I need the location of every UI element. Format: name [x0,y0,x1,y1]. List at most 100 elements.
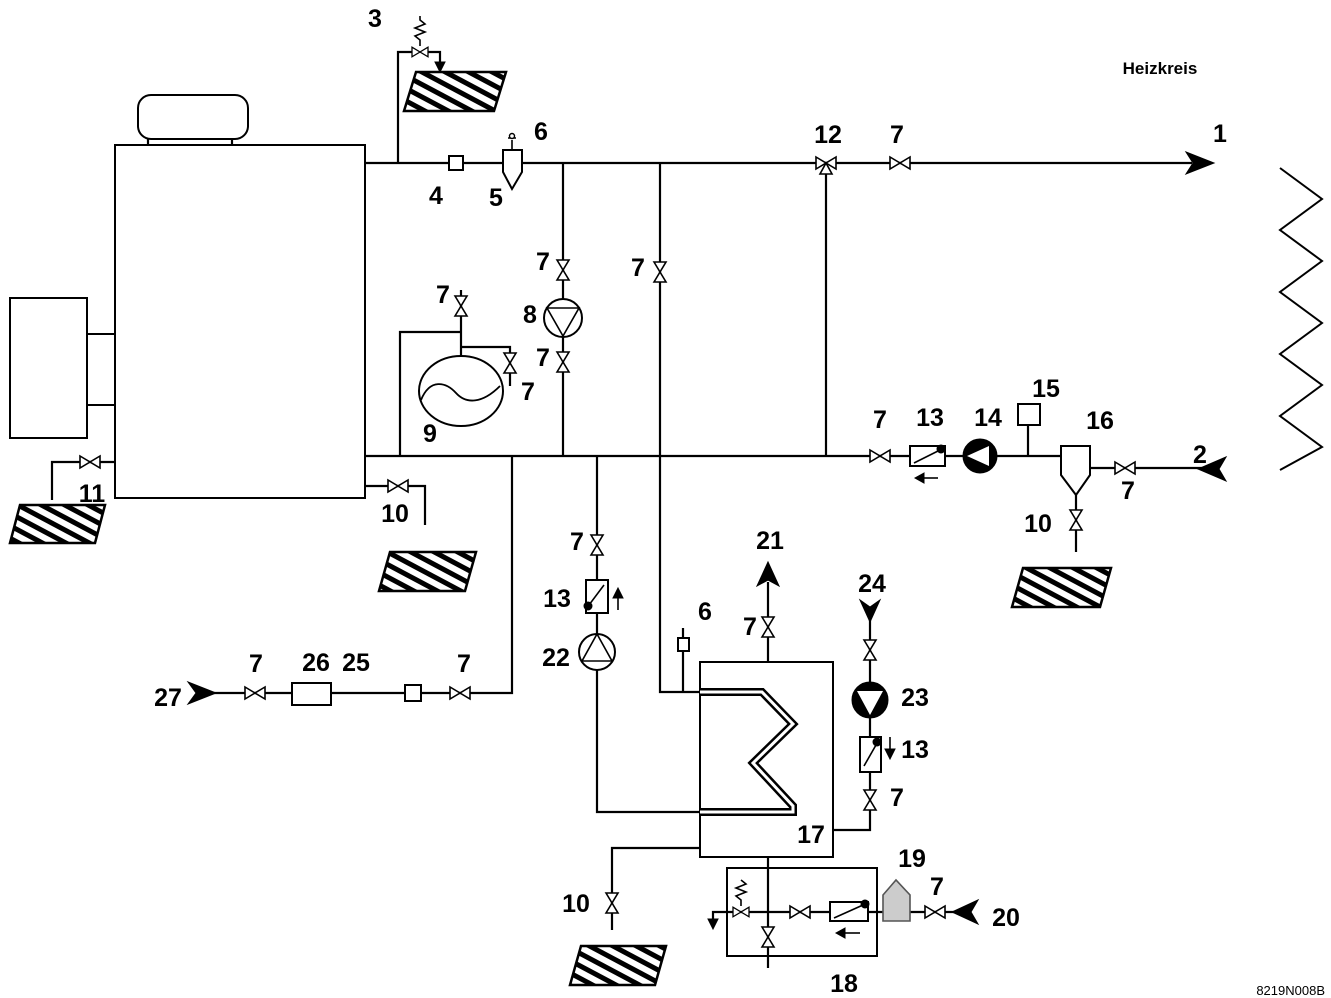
valve-10 [387,479,409,493]
labels: Heizkreis 8219N008B 3 6 12 7 1 4 5 7 7 7… [79,5,1325,998]
valve-10 [1069,509,1083,531]
arrow-supply-1 [1184,150,1216,176]
callout-21: 21 [756,527,784,555]
boiler [9,94,366,499]
drain-hatch-10-tank [568,944,668,987]
component-25 [404,684,422,702]
callout-11: 11 [79,480,106,508]
safety-valve-18 [732,906,750,918]
valve-7 [869,449,891,463]
air-separator-5 [502,149,523,192]
burner-top [137,94,249,140]
spring-18 [733,879,749,906]
callout-1: 1 [1213,120,1227,148]
pump-23-triangle [857,691,883,715]
arrow-up-icon [612,586,624,599]
callout-2: 2 [1193,441,1207,469]
check-valve-13-ball [583,601,593,611]
check-valve-13-flap [913,449,941,464]
valve-7 [863,789,877,811]
valve-7 [244,686,266,700]
callout-10: 10 [1024,510,1052,538]
flow-arrows [186,61,1228,931]
callout-7: 7 [631,254,645,282]
callout-15: 15 [1032,375,1060,403]
valve-7 [924,905,946,919]
expansion-vessel-membrane [420,383,501,402]
callout-4: 4 [429,182,443,210]
circulation-line [833,620,872,832]
storage-charge-line [595,456,700,814]
arrow-drain-3 [434,61,446,74]
pump-14-triangle [967,446,989,466]
callout-16: 16 [1086,407,1114,435]
radiator-heizkreis [1278,167,1324,471]
valve-7 [449,686,471,700]
callout-26: 26 [302,649,330,677]
vent-6 [508,137,516,150]
heizkreis-label: Heizkreis [1123,59,1198,78]
callout-7: 7 [890,784,904,812]
callout-7: 7 [536,344,550,372]
callout-22: 22 [542,644,570,672]
callout-7: 7 [930,873,944,901]
heating-coil-inner [700,690,796,814]
callout-25: 25 [342,649,370,677]
callout-13: 13 [916,404,944,432]
figure-code: 8219N008B [1256,983,1325,998]
callout-7: 7 [457,650,471,678]
callout-19: 19 [898,845,926,873]
boiler-drain-10-line [365,484,427,525]
filter-19 [882,878,911,922]
callout-7: 7 [536,248,550,276]
valve-10 [605,892,619,914]
arrow-down-icon [884,748,896,761]
arrow-fill-27 [186,680,218,706]
callout-6: 6 [698,598,712,626]
drain-hatch-10-separator [1010,566,1113,609]
callout-6: 6 [534,118,548,146]
callout-7: 7 [436,281,450,309]
arrow-hot-water-21 [755,560,781,588]
valve-7 [653,261,667,283]
valve-7 [863,639,877,661]
callout-8: 8 [523,301,537,329]
vent-6 [677,637,690,652]
valve-7 [761,926,775,948]
callout-18: 18 [830,970,858,998]
arrow-relief-18 [707,918,719,931]
valve-7 [454,295,468,317]
check-valve-13-flap [588,584,605,606]
arrow-left-icon [834,927,846,939]
arrow-circulation-24 [858,598,882,624]
components [79,46,1324,957]
safety-valve-3 [411,46,429,58]
valve-11 [79,455,101,469]
boiler-body [114,144,366,499]
callout-10: 10 [562,890,590,918]
drains [8,70,1113,987]
coil-supply-line [658,163,700,694]
pump-22-triangle [580,632,614,662]
drain-hatch-11 [8,503,107,545]
valve-7 [789,905,811,919]
callout-7: 7 [890,121,904,149]
callout-7: 7 [1121,477,1135,505]
callout-7: 7 [873,406,887,434]
callout-9: 9 [423,420,437,448]
dirt-separator-16 [1060,445,1091,497]
callout-7: 7 [249,650,263,678]
boiler-side-unit [9,297,88,439]
expansion-vessel-9 [418,355,504,427]
callout-3: 3 [368,5,382,33]
cold-water-group-18 [726,867,878,957]
callout-13: 13 [543,585,571,613]
callout-12: 12 [814,121,842,149]
arrow-return-2 [1196,455,1228,483]
callout-5: 5 [489,184,503,212]
valve-7 [556,259,570,281]
callout-14: 14 [974,404,1002,432]
component-26 [291,682,332,706]
valve-7 [556,351,570,373]
arrow-left-icon [913,472,925,484]
